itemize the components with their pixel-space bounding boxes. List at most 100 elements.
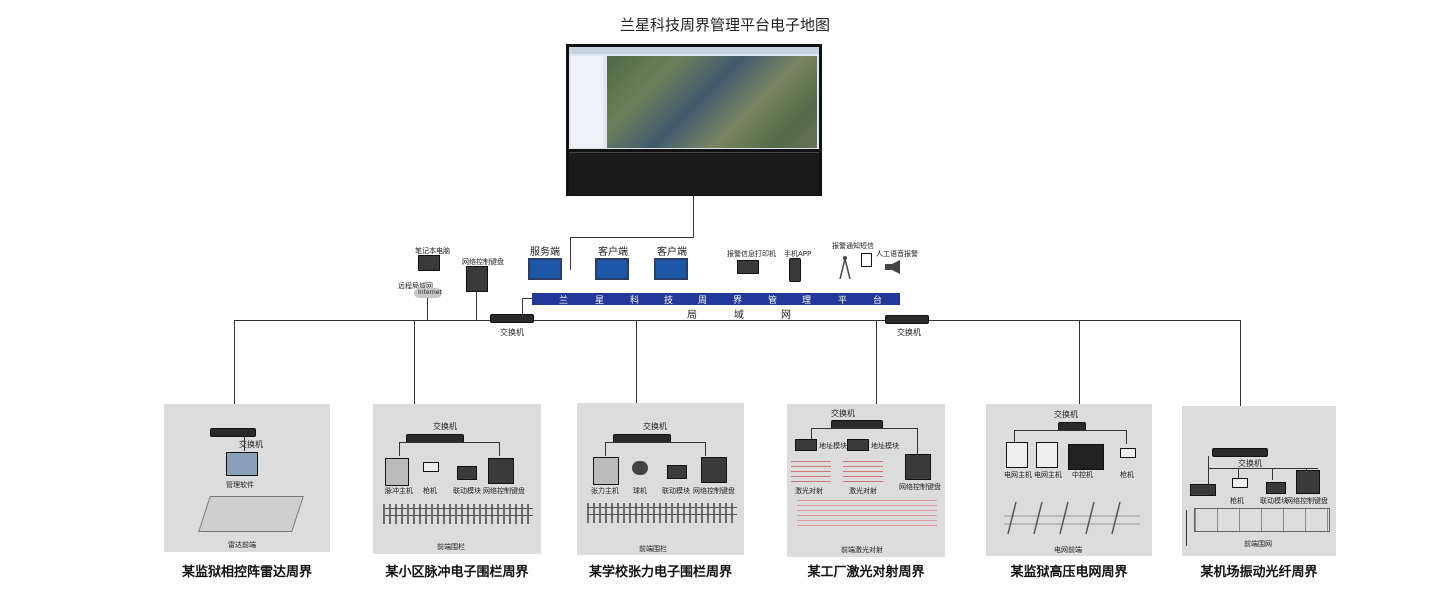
voice-alarm-label: 人工语音报警 <box>876 250 918 258</box>
front-fence-label: 前端围栏 <box>639 545 667 553</box>
phone-label: 手机APP <box>784 250 812 258</box>
main-switch-left-label: 交换机 <box>500 328 524 337</box>
internet-cloud <box>414 288 442 298</box>
panel-switch-label: 交换机 <box>239 440 263 449</box>
panel-laser: 交换机 地址模块 地址模块 激光对射 激光对射 网络控制键盘 前端激光对射 <box>787 404 945 557</box>
device-label: 联动模块 <box>453 487 481 495</box>
network-keyboard-icon <box>488 458 514 484</box>
device-label: 电网主机 <box>1004 471 1032 479</box>
platform-bar: 兰 星 科 技 周 界 管 理 平 台 <box>532 293 900 306</box>
platform-char: 理 <box>802 296 812 306</box>
panel-electric-net: 交换机 电网主机 电网主机 中控机 枪机 电网前端 <box>986 404 1152 556</box>
radar-field <box>198 496 304 532</box>
camera-icon <box>1120 448 1136 458</box>
device-label: 网络控制键盘 <box>1286 497 1328 505</box>
laser-beams <box>843 458 883 482</box>
laser-fence <box>797 500 937 526</box>
fiber-host-icon <box>1190 484 1216 496</box>
panel-caption-5: 某监狱高压电网周界 <box>1010 565 1128 580</box>
device-label: 联动模块 <box>1260 497 1288 505</box>
megaphone-icon <box>884 259 902 274</box>
printer-icon <box>737 260 759 274</box>
panel-tension-fence: 交换机 张力主机 球机 联动模块 网络控制键盘 前端围栏 <box>577 403 744 555</box>
panel-switch-label: 交换机 <box>643 422 667 431</box>
client2-label: 客户端 <box>657 247 687 258</box>
printer-label: 报警信息打印机 <box>727 250 776 258</box>
lan-backbone <box>234 320 1240 321</box>
pulse-host-icon <box>385 458 409 486</box>
management-pc-icon <box>226 452 258 476</box>
platform-char: 兰 <box>559 296 569 306</box>
platform-char: 技 <box>664 296 674 306</box>
main-switch-left <box>490 314 534 323</box>
platform-char: 周 <box>698 296 708 306</box>
laptop-label: 笔记本电脑 <box>415 247 450 255</box>
fence-graphic <box>383 504 533 524</box>
electric-host-icon <box>1006 442 1028 468</box>
diagram-title: 兰星科技周界管理平台电子地图 <box>619 16 830 34</box>
panel-radar: 交换机 管理软件 雷达前端 <box>164 404 330 552</box>
panel-pulse-fence: 交换机 脉冲主机 枪机 联动模块 网络控制键盘 前端围栏 <box>373 404 541 554</box>
main-switch-right-label: 交换机 <box>897 328 921 337</box>
device-label: 联动模块 <box>662 487 690 495</box>
panel-switch <box>1212 448 1268 457</box>
device-label: 电网主机 <box>1034 471 1062 479</box>
control-unit-icon <box>1068 444 1104 470</box>
panel-switch-label: 交换机 <box>1238 459 1262 468</box>
link-module-icon <box>667 465 687 479</box>
panel-vibration-fiber: 交换机 枪机 联动模块 网络控制键盘 前端围网 <box>1182 406 1336 556</box>
device-label: 地址模块 <box>871 442 899 450</box>
client1-monitor <box>595 258 629 280</box>
device-label: 网络控制键盘 <box>899 483 941 491</box>
satellite-map <box>607 56 817 148</box>
device-label: 张力主机 <box>591 487 619 495</box>
video-wall <box>566 44 822 196</box>
address-module-icon <box>795 439 817 451</box>
electric-front-label: 电网前端 <box>1054 546 1082 554</box>
server-monitor <box>528 258 562 280</box>
fence-graphic <box>587 503 737 523</box>
keyboard-label: 网络控制键盘 <box>462 258 504 266</box>
device-label: 脉冲主机 <box>385 487 413 495</box>
laptop-icon <box>418 255 440 271</box>
panel-switch-label: 交换机 <box>433 422 457 431</box>
device-label: 枪机 <box>423 487 437 495</box>
tension-host-icon <box>593 457 619 485</box>
front-fence-label: 前端围栏 <box>437 543 465 551</box>
network-keyboard-icon <box>1296 470 1320 494</box>
lan-char: 局 <box>687 310 697 321</box>
phone-icon <box>789 258 801 282</box>
platform-char: 管 <box>768 296 778 306</box>
panel-caption-2: 某小区脉冲电子围栏周界 <box>385 565 529 580</box>
network-keyboard-icon <box>466 266 488 292</box>
platform-char: 星 <box>595 296 605 306</box>
internet-label: Internet <box>418 289 442 296</box>
device-label: 激光对射 <box>795 487 823 495</box>
client2-monitor <box>654 258 688 280</box>
link-module-icon <box>457 466 477 480</box>
device-label: 网络控制键盘 <box>693 487 735 495</box>
device-label: 枪机 <box>1230 497 1244 505</box>
link-module-icon <box>1266 482 1286 494</box>
panel-caption-3: 某学校张力电子围栏周界 <box>588 565 732 580</box>
panel-caption-1: 某监狱相控阵雷达周界 <box>181 565 312 580</box>
management-software-label: 管理软件 <box>226 481 254 489</box>
dome-camera-icon <box>632 461 648 475</box>
antenna-icon <box>837 253 853 280</box>
radar-front-label: 雷达前端 <box>228 541 256 549</box>
platform-char: 台 <box>873 296 883 306</box>
network-keyboard-icon <box>905 454 931 480</box>
device-label: 网络控制键盘 <box>483 487 525 495</box>
lan-char: 域 <box>734 310 744 321</box>
platform-char: 平 <box>838 296 848 306</box>
video-wall-screen <box>569 47 819 149</box>
lan-char: 网 <box>781 310 791 321</box>
device-label: 球机 <box>633 487 647 495</box>
remote-net-label: 远程局域网 <box>398 282 433 290</box>
panel-switch <box>210 428 256 437</box>
fiber-fence-graphic <box>1194 508 1330 532</box>
device-label: 地址模块 <box>819 442 847 450</box>
device-label: 枪机 <box>1120 471 1134 479</box>
alarm-notify-label: 报警通知短信 <box>832 242 874 250</box>
platform-char: 界 <box>733 296 743 306</box>
